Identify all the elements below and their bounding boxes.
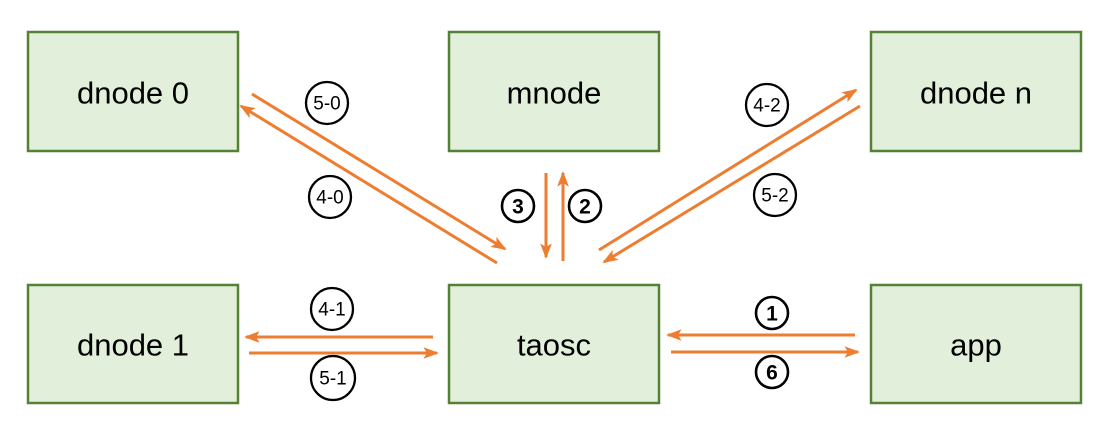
edge-label-text: 2: [579, 196, 591, 219]
node-label: mnode: [507, 76, 602, 111]
edge-label-text: 1: [766, 303, 778, 326]
node-box: [447, 283, 661, 405]
edge-label-step-5-0: 5-0: [304, 80, 350, 126]
edge-label-step-6: 6: [754, 354, 790, 390]
edge-label-circle: [309, 354, 357, 402]
edge-label-text: 5-0: [313, 94, 340, 115]
edge-label-text: 3: [512, 196, 524, 219]
edge-label-step-1: 1: [754, 295, 790, 331]
node-box: [869, 30, 1083, 153]
node-label: dnode 0: [77, 76, 189, 111]
node-box: [26, 283, 240, 405]
edge-label-text: 6: [766, 362, 778, 385]
edge-taosc-to-dnode0-arrow: [239, 104, 498, 265]
edge-label-circle: [754, 354, 790, 390]
node-box: [869, 283, 1083, 405]
node-label: dnode n: [920, 76, 1032, 111]
edge-label-step-5-2: 5-2: [752, 172, 798, 218]
node-dnoden: dnode n: [869, 30, 1083, 153]
edge-label-step-4-2: 4-2: [744, 82, 790, 128]
edge-label-circle: [752, 172, 798, 218]
node-label: taosc: [517, 328, 591, 363]
edges: [239, 88, 861, 359]
node-dnode0: dnode 0: [26, 30, 240, 153]
edge-taosc-to-dnoden-arrow: [598, 88, 858, 252]
edge-label-step-3: 3: [500, 188, 536, 224]
node-label: app: [950, 328, 1002, 363]
node-app: app: [869, 283, 1083, 405]
edge-dnoden-to-taosc-arrow: [602, 104, 861, 264]
edge-label-text: 5-2: [761, 186, 788, 207]
edge-label-step-5-1: 5-1: [309, 354, 357, 402]
edge-label-step-4-1: 4-1: [309, 286, 355, 332]
node-label: dnode 1: [77, 328, 189, 363]
node-box: [26, 30, 240, 153]
node-taosc: taosc: [447, 283, 661, 405]
edge-label-step-2: 2: [567, 188, 603, 224]
node-dnode1: dnode 1: [26, 283, 240, 405]
edge-label-circle: [567, 188, 603, 224]
node-mnode: mnode: [447, 30, 661, 153]
edge-label-circle: [309, 286, 355, 332]
edge-label-circle: [307, 174, 353, 220]
edge-label-text: 4-2: [753, 96, 780, 117]
edge-label-text: 4-1: [318, 300, 345, 321]
edge-label-text: 5-1: [319, 369, 346, 390]
edge-label-circle: [744, 82, 790, 128]
edge-label-circle: [500, 188, 536, 224]
node-box: [447, 30, 661, 153]
edge-label-text: 4-0: [316, 188, 343, 209]
edge-dnode0-to-taosc-arrow: [251, 92, 507, 251]
edge-label-step-4-0: 4-0: [307, 174, 353, 220]
edge-label-circle: [304, 80, 350, 126]
edge-label-circle: [754, 295, 790, 331]
